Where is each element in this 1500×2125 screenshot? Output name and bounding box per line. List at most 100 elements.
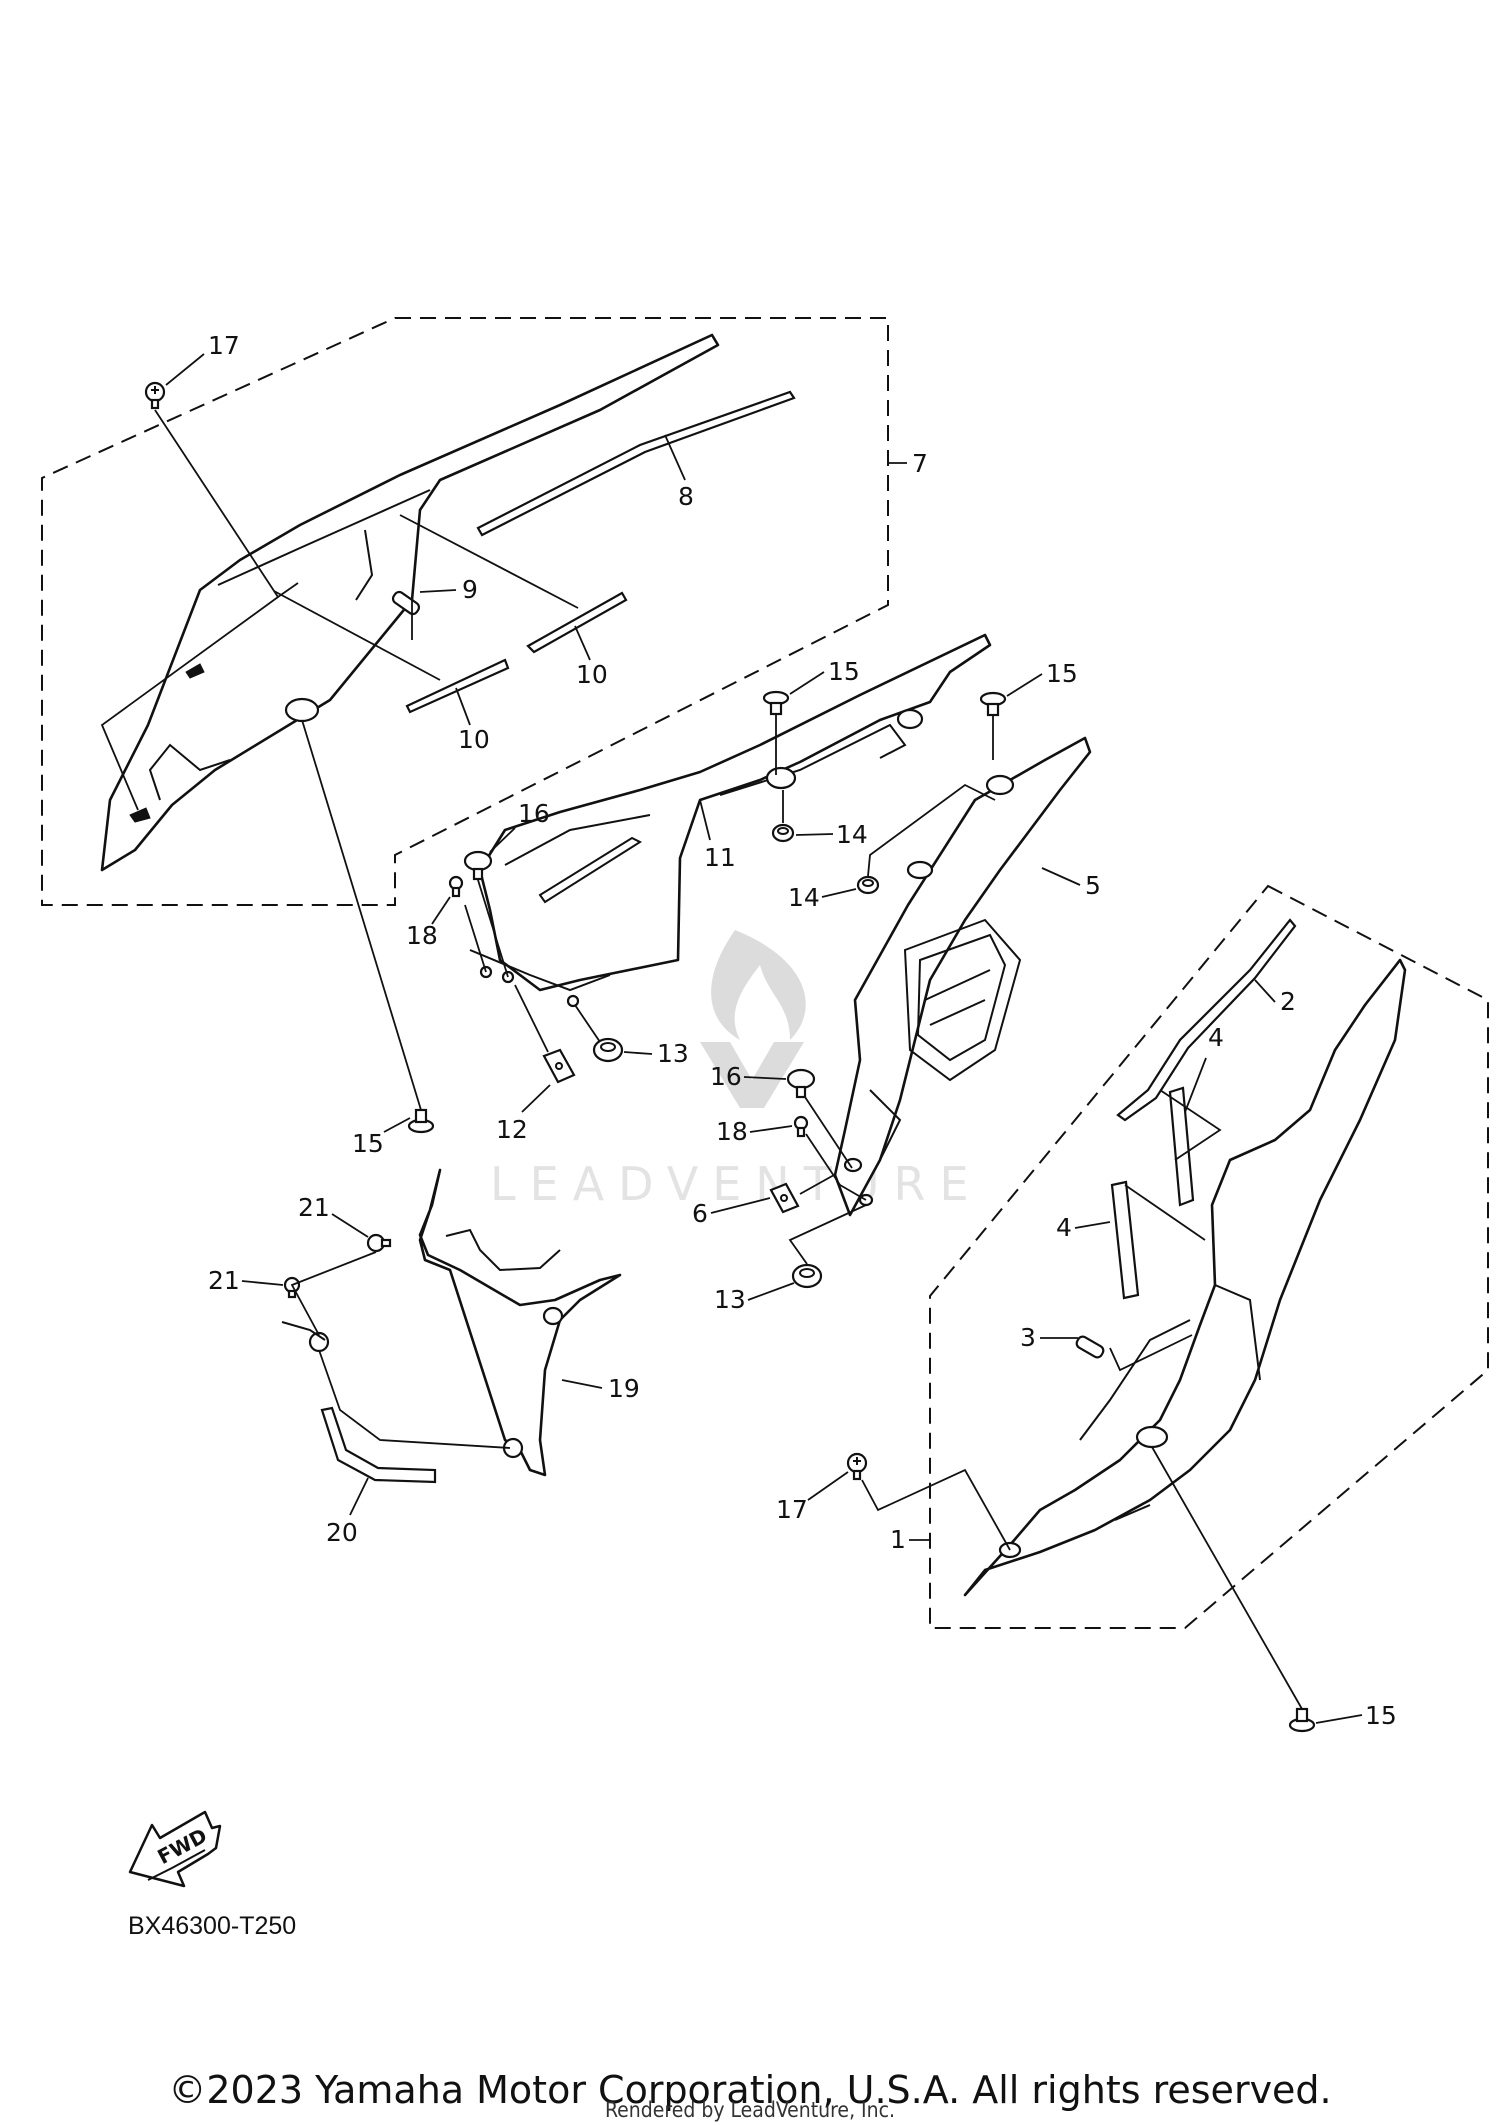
callout-7: 7 — [888, 449, 928, 478]
part-10-pad-lower — [405, 658, 510, 714]
svg-text:19: 19 — [608, 1374, 640, 1403]
part-3-clip — [1075, 1335, 1105, 1359]
callout-17-upper: 17 — [165, 331, 240, 386]
fastener-15-a — [762, 690, 790, 716]
rendered-by-credit: Rendered by LeadVenture, Inc. — [605, 2098, 895, 2122]
watermark-logo: LEADVENTURE — [490, 930, 983, 1211]
svg-text:15: 15 — [1046, 659, 1078, 688]
svg-text:15: 15 — [1365, 1701, 1397, 1730]
part-2-edge-strip — [1116, 918, 1297, 1122]
svg-text:6: 6 — [692, 1199, 708, 1228]
nut-12 — [542, 1048, 576, 1084]
grommet-14-a — [771, 823, 795, 843]
watermark-text: LEADVENTURE — [490, 1157, 983, 1211]
nut-6 — [769, 1182, 800, 1214]
fwd-arrow-icon: FWD — [128, 1810, 222, 1888]
callout-17-lower: 17 — [776, 1471, 849, 1524]
part-1-lower-side-cover — [963, 958, 1407, 1597]
part-7-upper-cowl — [100, 333, 720, 872]
callout-3: 3 — [1020, 1323, 1078, 1352]
grommet-14-b — [856, 875, 880, 895]
callout-16-upper: 16 — [489, 799, 550, 853]
callout-10-upper: 10 — [574, 625, 608, 689]
svg-text:2: 2 — [1280, 987, 1296, 1016]
svg-text:12: 12 — [496, 1115, 528, 1144]
svg-text:15: 15 — [828, 657, 860, 686]
diagram-code: BX46300-T250 — [128, 1912, 297, 1940]
svg-text:7: 7 — [912, 449, 928, 478]
callout-15-c: 15 — [352, 1117, 411, 1158]
callout-12: 12 — [496, 1084, 551, 1144]
callout-15-d: 15 — [1315, 1701, 1397, 1730]
svg-text:14: 14 — [836, 820, 868, 849]
svg-text:11: 11 — [704, 843, 736, 872]
svg-text:9: 9 — [462, 575, 478, 604]
svg-text:5: 5 — [1085, 871, 1101, 900]
assembly-outline-1 — [929, 884, 1489, 1629]
callout-13-lower: 13 — [714, 1282, 795, 1314]
svg-text:3: 3 — [1020, 1323, 1036, 1352]
callout-5: 5 — [1041, 867, 1101, 900]
part-4-pad-lower — [1110, 1180, 1140, 1300]
screw-16-upper — [463, 850, 493, 881]
callout-15-b: 15 — [1006, 659, 1078, 697]
svg-text:13: 13 — [657, 1039, 689, 1068]
callout-4-upper: 4 — [1184, 1023, 1224, 1113]
part-19-lower-bracket — [281, 1168, 622, 1477]
callout-11: 11 — [699, 799, 736, 872]
svg-text:18: 18 — [716, 1117, 748, 1146]
grommet-13-b — [791, 1263, 823, 1289]
rivet-18-lower — [793, 1115, 809, 1138]
callout-14-upper: 14 — [795, 820, 868, 849]
leader-lines — [100, 409, 1303, 1710]
svg-text:15: 15 — [352, 1129, 384, 1158]
svg-text:16: 16 — [710, 1062, 742, 1091]
rivet-18-upper — [448, 875, 464, 898]
fastener-15-d — [1288, 1707, 1316, 1733]
callout-16-lower: 16 — [710, 1062, 787, 1091]
callout-6: 6 — [692, 1197, 771, 1228]
part-20-hose — [320, 1406, 437, 1484]
callout-10-lower: 10 — [455, 687, 490, 754]
callout-20: 20 — [326, 1477, 369, 1547]
svg-text:14: 14 — [788, 883, 820, 912]
clip-21-upper — [366, 1233, 392, 1253]
part-5-inner-panel — [833, 736, 1092, 1217]
assembly-outline-7 — [41, 317, 889, 906]
svg-text:20: 20 — [326, 1518, 358, 1547]
svg-text:1: 1 — [890, 1525, 906, 1554]
fastener-17-upper — [144, 381, 166, 410]
svg-text:10: 10 — [458, 725, 490, 754]
fastener-15-c — [407, 1108, 435, 1134]
callout-13-upper: 13 — [623, 1039, 689, 1068]
svg-text:16: 16 — [518, 799, 550, 828]
callout-21-upper: 21 — [298, 1193, 369, 1238]
svg-text:8: 8 — [678, 482, 694, 511]
screw-16-lower — [786, 1068, 816, 1099]
svg-text:17: 17 — [776, 1495, 808, 1524]
svg-text:21: 21 — [208, 1266, 240, 1295]
callout-19: 19 — [561, 1374, 640, 1403]
callout-9: 9 — [419, 575, 478, 604]
part-8-trim-strip — [476, 390, 796, 537]
svg-text:18: 18 — [406, 921, 438, 950]
callout-21-lower: 21 — [208, 1266, 284, 1295]
callout-18-lower: 18 — [716, 1117, 793, 1146]
callout-2: 2 — [1254, 979, 1296, 1016]
part-4-pad-upper — [1168, 1086, 1195, 1207]
part-11-middle-cowl — [469, 633, 992, 1008]
callout-8: 8 — [664, 434, 694, 511]
callout-18-upper: 18 — [406, 896, 451, 950]
callout-4-lower: 4 — [1056, 1213, 1111, 1242]
part-10-pad-upper — [526, 591, 628, 654]
svg-text:10: 10 — [576, 660, 608, 689]
svg-text:4: 4 — [1056, 1213, 1072, 1242]
copyright-notice: ©2023 Yamaha Motor Corporation, U.S.A. A… — [168, 2068, 1332, 2112]
callout-14-lower: 14 — [788, 883, 857, 912]
svg-text:13: 13 — [714, 1285, 746, 1314]
svg-text:17: 17 — [208, 331, 240, 360]
svg-text:4: 4 — [1208, 1023, 1224, 1052]
svg-text:21: 21 — [298, 1193, 330, 1222]
callout-15-a: 15 — [789, 657, 860, 695]
